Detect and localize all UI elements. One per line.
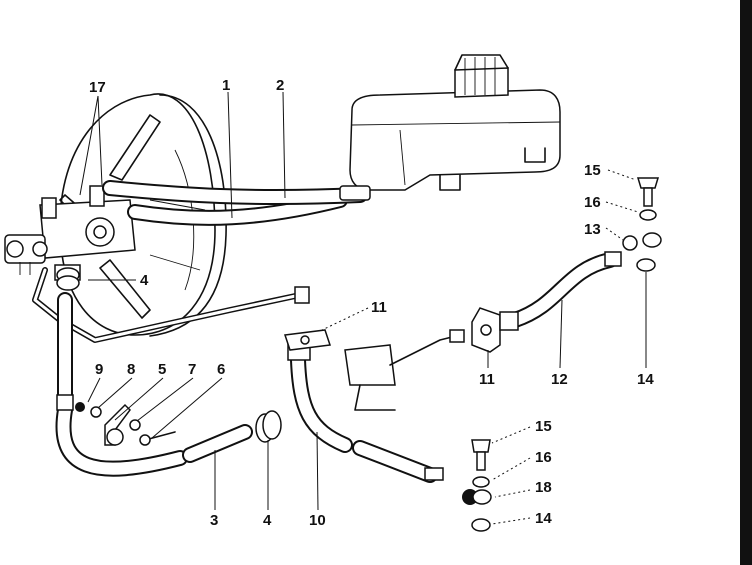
leader-lines — [79, 91, 647, 525]
washer-8 — [90, 406, 102, 418]
label-4-lower: 4 — [263, 512, 272, 529]
label-11-upper: 11 — [371, 299, 387, 316]
label-5: 5 — [158, 361, 166, 378]
master-cylinder — [4, 185, 136, 281]
hose-12 — [499, 251, 622, 331]
bracket-5 — [104, 403, 131, 446]
label-16-lower: 16 — [535, 449, 552, 466]
bolt-6 — [139, 431, 176, 446]
label-3: 3 — [210, 512, 218, 529]
scan-edge-border — [740, 0, 752, 565]
bracket-11-right — [471, 307, 501, 353]
bolt-15-upper — [636, 177, 660, 207]
brake-pipe — [32, 267, 310, 343]
label-6: 6 — [217, 361, 225, 378]
label-4-upper: 4 — [140, 272, 149, 289]
washer-16-lower — [472, 476, 490, 488]
label-16-upper: 16 — [584, 194, 601, 211]
clamp-4-upper — [56, 267, 80, 291]
washer-14-upper — [636, 258, 656, 272]
label-8: 8 — [127, 361, 135, 378]
banjo-18 — [462, 489, 492, 505]
hose-10 — [287, 341, 444, 483]
washer-16-upper — [639, 209, 657, 221]
hose-3 — [182, 424, 253, 463]
nut-9 — [75, 402, 85, 412]
fluid-reservoir — [349, 54, 561, 191]
label-17: 17 — [89, 79, 106, 96]
washer-14-lower — [471, 518, 491, 532]
label-15-upper: 15 — [584, 162, 601, 179]
label-18: 18 — [535, 479, 552, 496]
label-9: 9 — [95, 361, 103, 378]
label-13: 13 — [584, 221, 601, 238]
label-10: 10 — [309, 512, 326, 529]
label-11-lower: 11 — [479, 371, 495, 388]
hose-lower-left — [55, 292, 188, 477]
bolt-15-lower — [471, 439, 491, 471]
label-2: 2 — [276, 77, 284, 94]
label-15-lower: 15 — [535, 418, 552, 435]
banjo-13 — [622, 235, 638, 251]
label-12: 12 — [551, 371, 568, 388]
hose-2 — [102, 180, 371, 206]
clamp-4-lower — [255, 410, 282, 443]
label-7: 7 — [188, 361, 196, 378]
slave-cylinder — [344, 329, 465, 411]
fitting-13-upper — [642, 232, 662, 248]
washer-7 — [129, 419, 141, 431]
label-1: 1 — [222, 77, 230, 94]
label-14-lower: 14 — [535, 510, 552, 527]
bracket-11-left — [283, 329, 332, 351]
label-14-upper: 14 — [637, 371, 654, 388]
